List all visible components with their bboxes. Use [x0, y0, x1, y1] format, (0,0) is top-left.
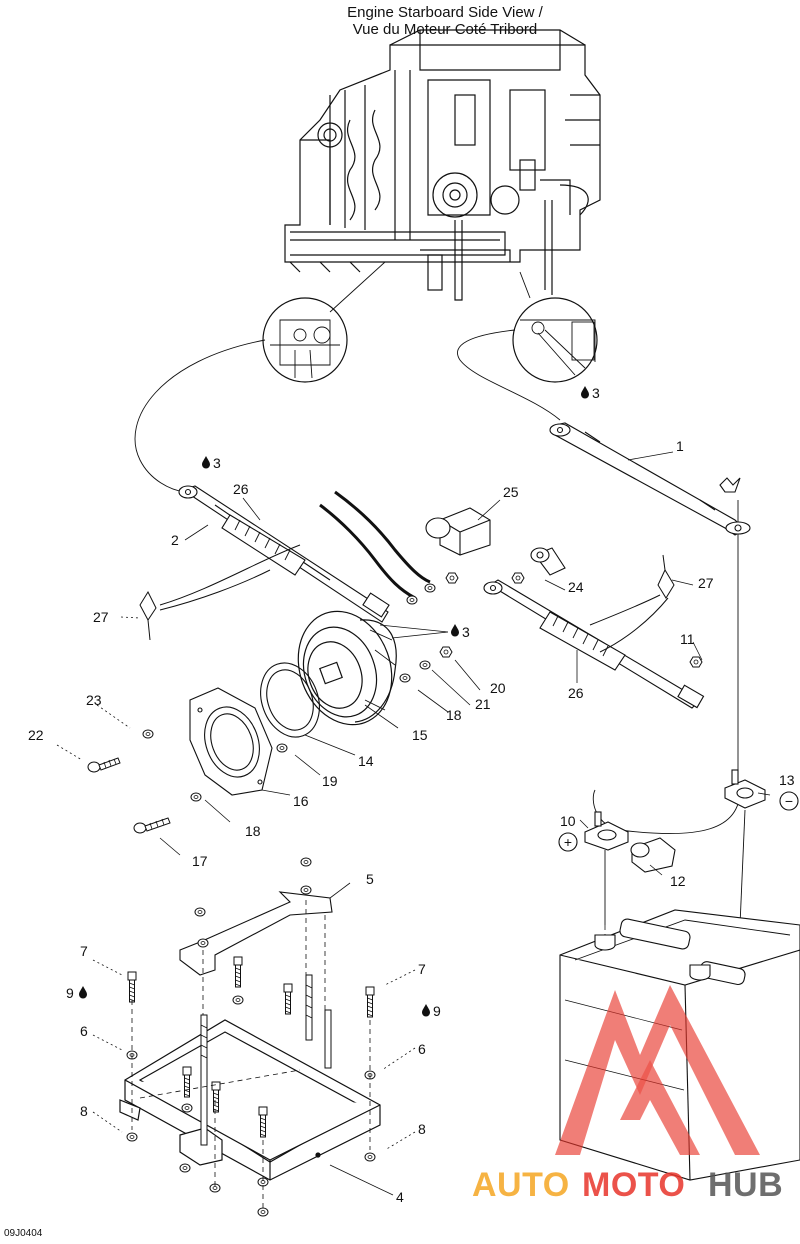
wire-terminals — [406, 572, 459, 605]
screw-22 — [87, 757, 121, 773]
assembly-guides — [131, 900, 606, 1212]
callout-14: 14 — [358, 753, 374, 769]
title-line-1: Engine Starboard Side View / — [347, 4, 543, 21]
callout-5: 5 — [366, 871, 374, 887]
watermark-logo: AUTO MOTO HUB — [472, 985, 783, 1204]
drop-icon — [581, 386, 589, 399]
terminal-24 — [511, 547, 566, 584]
callout-9-right: 9 — [433, 1003, 441, 1019]
callout-17: 17 — [192, 853, 208, 869]
bracket-5 — [179, 857, 333, 976]
callout-12: 12 — [670, 873, 686, 889]
callout-labels: 1 2 3 3 3 4 5 6 6 7 7 8 8 9 9 10 11 12 1… — [28, 385, 795, 1205]
drop-icon — [202, 456, 210, 469]
callout-13: 13 — [779, 772, 795, 788]
starter-motor-15 — [297, 610, 397, 726]
callout-21: 21 — [475, 696, 491, 712]
callout-16: 16 — [293, 793, 309, 809]
leader-curves — [134, 329, 746, 926]
clamp-10 — [584, 811, 629, 851]
callout-11: 11 — [680, 631, 695, 647]
callout-19: 19 — [322, 773, 338, 789]
drop-icon — [422, 1004, 430, 1017]
callout-24: 24 — [568, 579, 584, 595]
bracket-16 — [189, 687, 273, 796]
callout-8-right: 8 — [418, 1121, 426, 1137]
callout-3-mid: 3 — [462, 624, 470, 640]
callout-15: 15 — [412, 727, 428, 743]
relay-25 — [425, 507, 491, 556]
plus-symbol: + — [564, 834, 572, 850]
washer-18-lower — [190, 792, 202, 802]
callout-leaders — [56, 451, 771, 1196]
cover-12 — [630, 837, 676, 873]
watermark-moto: MOTO — [582, 1166, 685, 1204]
clamp-13 — [724, 769, 766, 809]
callout-23: 23 — [86, 692, 102, 708]
polarity-symbols — [558, 791, 799, 852]
threaded-rods — [200, 974, 332, 1146]
engine-view — [284, 29, 601, 301]
callout-18-upper: 18 — [446, 707, 462, 723]
tie-wrap-27-left — [139, 544, 301, 641]
callout-26-left: 26 — [233, 481, 249, 497]
watermark-auto: AUTO — [472, 1166, 570, 1204]
drop-icon — [451, 624, 459, 637]
nut-11 — [689, 656, 703, 668]
callout-8-left: 8 — [80, 1103, 88, 1119]
tray-4 — [119, 1019, 381, 1181]
callout-6-left: 6 — [80, 1023, 88, 1039]
callout-2: 2 — [171, 532, 179, 548]
callout-3-top: 3 — [592, 385, 600, 401]
callout-26-right: 26 — [568, 685, 584, 701]
black-wires — [319, 490, 431, 600]
callout-25: 25 — [503, 484, 519, 500]
callout-20: 20 — [490, 680, 506, 696]
callout-18-lower: 18 — [245, 823, 261, 839]
callout-7-left: 7 — [80, 943, 88, 959]
callout-1: 1 — [676, 438, 684, 454]
screw-17 — [133, 817, 171, 834]
starter-hardware — [399, 646, 453, 683]
drawing-code: 09J0404 — [4, 1228, 43, 1239]
callout-27-right: 27 — [698, 575, 714, 591]
cable-26-right — [483, 579, 705, 709]
callout-4: 4 — [396, 1189, 404, 1205]
callout-27-left: 27 — [93, 609, 109, 625]
watermark-hub: HUB — [708, 1166, 783, 1204]
gasket-14 — [260, 662, 320, 753]
drop-icon — [79, 986, 87, 999]
callout-9-left: 9 — [66, 985, 74, 1001]
callout-10: 10 — [560, 813, 576, 829]
detail-circle-right — [512, 271, 598, 383]
callout-3-left: 3 — [213, 455, 221, 471]
cable-1 — [549, 422, 751, 536]
detail-circle-left — [262, 261, 386, 383]
washer-23 — [142, 729, 154, 739]
callout-7-right: 7 — [418, 961, 426, 977]
minus-symbol: − — [785, 793, 793, 809]
callout-22: 22 — [28, 727, 44, 743]
tie-wrap-27-right — [589, 554, 675, 653]
callout-6-right: 6 — [418, 1041, 426, 1057]
cable-2 — [178, 485, 390, 623]
